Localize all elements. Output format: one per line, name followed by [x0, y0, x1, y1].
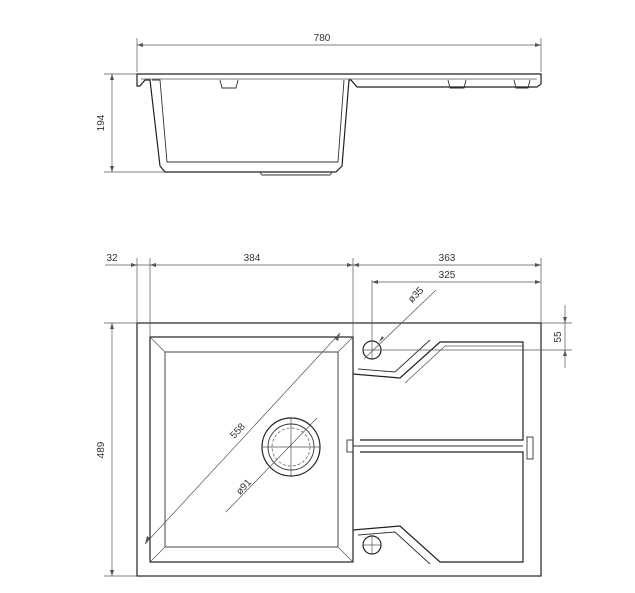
tap-offset-label: 325 — [439, 270, 456, 281]
drainer-grooves — [346, 339, 534, 565]
diagonal-label: 558 — [228, 421, 248, 441]
drainer-width-label: 363 — [439, 253, 456, 264]
side-view: 780 194 — [96, 33, 542, 176]
drain-label: ø91 — [234, 477, 254, 497]
left-margin-label: 32 — [106, 253, 118, 264]
side-height-label: 194 — [96, 114, 107, 131]
depth-label: 489 — [96, 441, 107, 458]
tap-top-offset-label: 55 — [553, 331, 564, 343]
sink-profile — [136, 73, 542, 173]
bowl-width-label: 384 — [244, 253, 261, 264]
top-view: 558 ø91 ø35 — [96, 253, 572, 577]
drain — [261, 417, 321, 477]
side-width-label: 780 — [314, 33, 331, 44]
bowl-outline — [149, 336, 354, 563]
sink-outline — [136, 322, 542, 577]
